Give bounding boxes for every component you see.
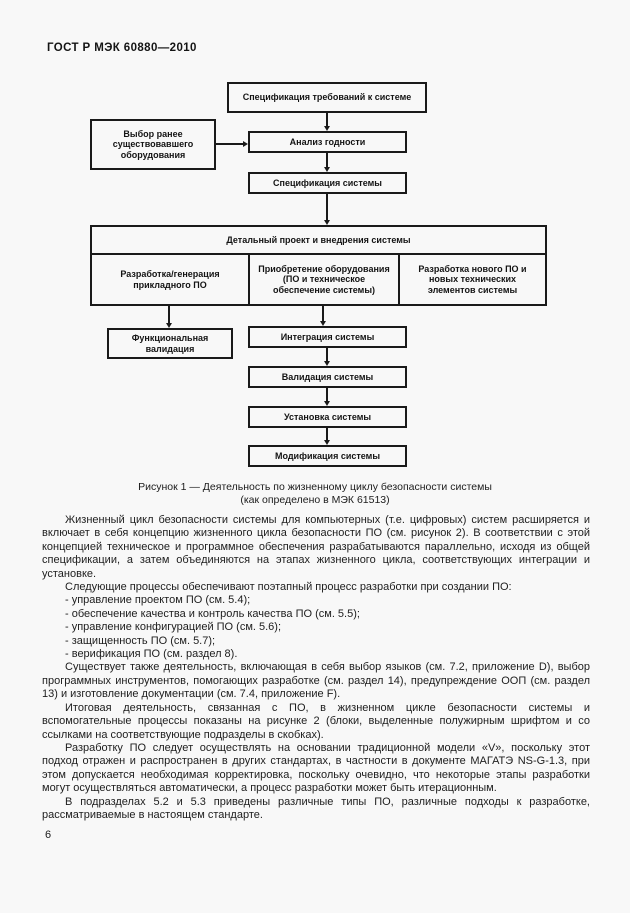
figure-caption: Рисунок 1 — Деятельность по жизненному ц… [0,481,630,507]
flow-box-system-specification: Спецификация системы [248,172,407,194]
flow-arrow-down-icon [324,428,330,445]
list-item: - верификация ПО (см. раздел 8). [65,648,238,661]
flow-arrow-down-icon [324,348,330,366]
paragraph: Жизненный цикл безопасности системы для … [42,514,590,580]
body-text-block: Жизненный цикл безопасности системы для … [42,514,590,822]
page-number: 6 [45,829,52,841]
flow-arrow-down-icon [320,306,326,326]
paragraph: В подразделах 5.2 и 5.3 приведены различ… [42,795,590,821]
list-item: - защищенность ПО (см. 5.7); [65,634,216,647]
flow-arrow-right-icon [216,141,248,147]
paragraph: Итоговая деятельность, связанная с ПО, в… [42,701,590,741]
paragraph: Следующие процессы обеспечивают поэтапны… [65,581,512,594]
flow-arrow-down-icon [324,194,330,225]
flow-cell-new-software: Разработка нового ПО и новых технических… [418,263,527,295]
flow-box-prior-equipment-selection: Выбор ранее существовавшего оборудования [90,119,216,170]
flow-arrow-down-icon [324,113,330,131]
flow-detailed-design-cells: Разработка/генерация прикладного ПО Прио… [92,255,545,304]
paragraph: Разработку ПО следует осуществлять на ос… [42,741,590,795]
list-item: - управление конфигурацией ПО (см. 5.6); [65,621,282,634]
list-item: - управление проектом ПО (см. 5.4); [65,594,251,607]
flow-box-suitability-analysis: Анализ годности [248,131,407,153]
flow-box-system-integration: Интеграция системы [248,326,407,348]
flow-box-detailed-design-title: Детальный проект и внедрения системы [92,227,545,255]
flow-arrow-down-icon [166,306,172,328]
flow-box-system-validation: Валидация системы [248,366,407,388]
list-item: - обеспечение качества и контроль качест… [65,607,360,620]
flow-box-system-modification: Модификация системы [248,445,407,467]
figure-caption-line2: (как определено в МЭК 61513) [240,494,390,506]
standard-code-header: ГОСТ Р МЭК 60880—2010 [47,42,197,54]
flow-cell-equipment-procurement: Приобретение оборудования (ПО и техничес… [250,255,400,304]
flow-box-system-installation: Установка системы [248,406,407,428]
paragraph: Существует также деятельность, включающа… [42,661,590,701]
flow-arrow-down-icon [324,388,330,406]
flow-box-detailed-design: Детальный проект и внедрения системы Раз… [90,225,547,306]
flow-cell-application-software: Разработка/генерация прикладного ПО [92,255,250,304]
figure-caption-line1: Рисунок 1 — Деятельность по жизненному ц… [138,481,492,493]
flow-arrow-down-icon [324,153,330,172]
flow-box-system-requirements-spec: Спецификация требований к системе [227,82,427,113]
flow-box-functional-validation: Функциональная валидация [107,328,233,359]
